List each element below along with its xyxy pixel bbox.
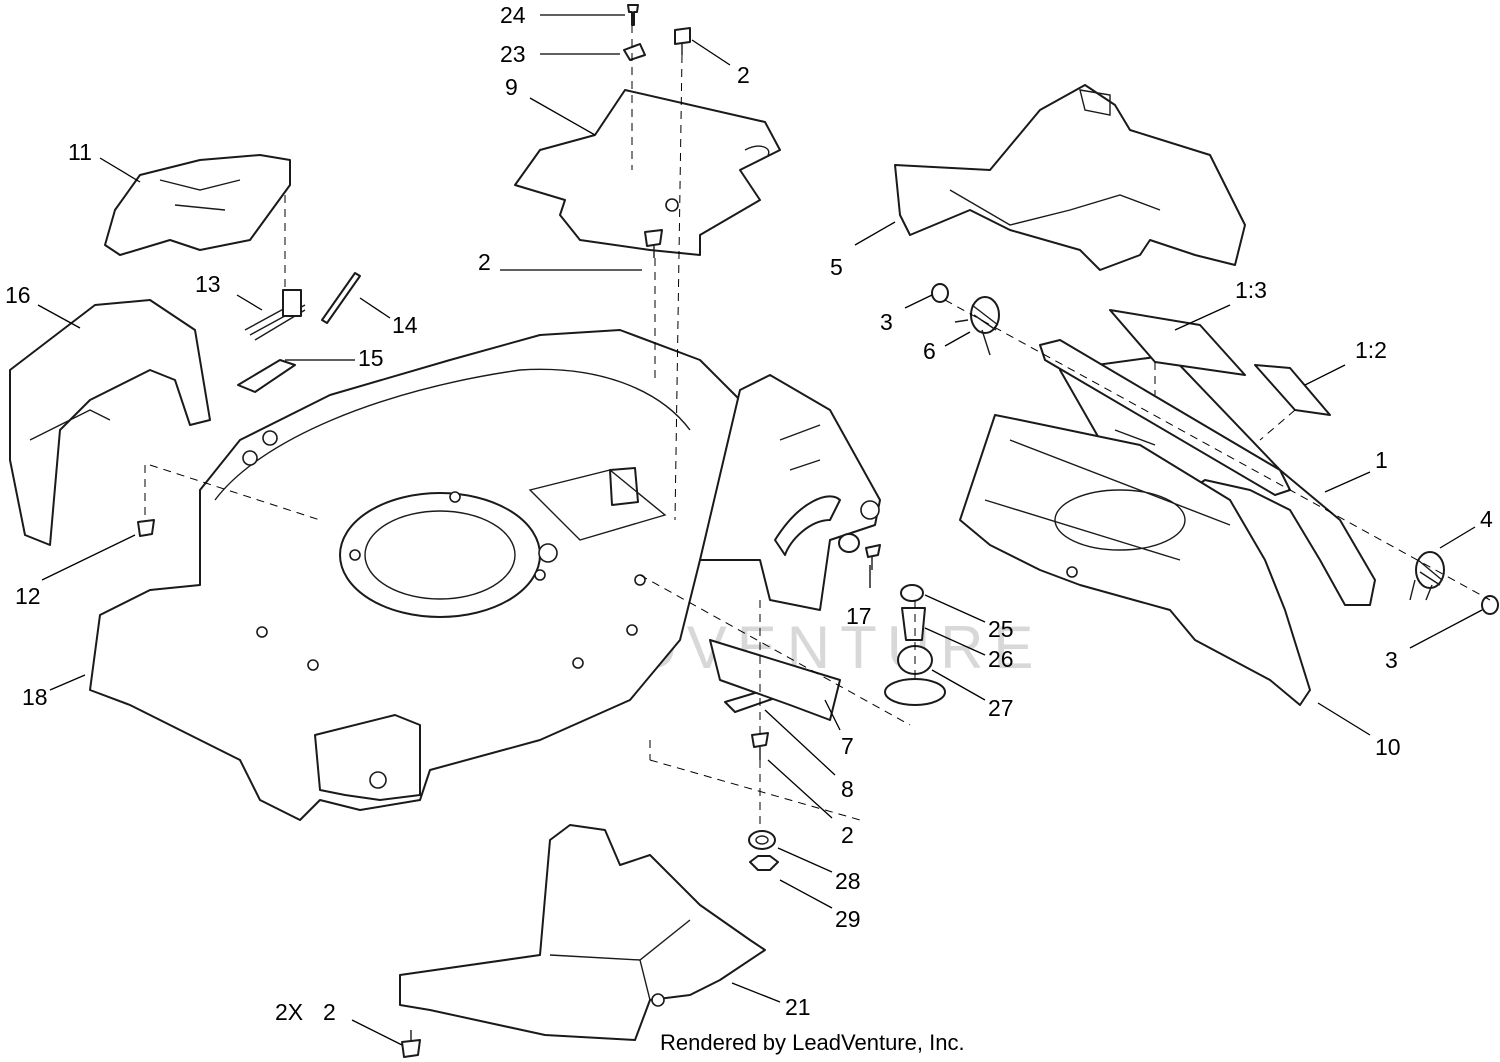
callout-21[interactable]: 21 [785, 994, 811, 1020]
callout-2-lower[interactable]: 2 [841, 822, 854, 848]
callout-6[interactable]: 6 [923, 338, 936, 364]
callout-9[interactable]: 9 [505, 74, 518, 100]
callout-1[interactable]: 1 [1375, 447, 1388, 473]
callout-2-mid[interactable]: 2 [478, 249, 491, 275]
part-7-deflector[interactable] [709, 639, 841, 721]
callout-12[interactable]: 12 [15, 583, 41, 609]
decal-1-3[interactable] [1109, 309, 1246, 376]
callout-17[interactable]: 17 [846, 603, 872, 629]
callout-26[interactable]: 26 [988, 646, 1014, 672]
part-2-bolt-top[interactable] [674, 27, 691, 55]
callout-2-top[interactable]: 2 [737, 62, 750, 88]
callout-4[interactable]: 4 [1480, 506, 1493, 532]
part-2-bolt-lower[interactable] [751, 732, 769, 760]
part-2-bolt-bottom[interactable] [401, 1030, 421, 1058]
part-14-pin[interactable] [321, 272, 361, 324]
part-11-shroud[interactable] [104, 154, 291, 256]
part-6-torsion-spring[interactable] [954, 296, 1000, 356]
part-18-mower-deck[interactable] [89, 329, 741, 821]
callout-25[interactable]: 25 [988, 616, 1014, 642]
callout-24[interactable]: 24 [500, 2, 526, 28]
callout-23[interactable]: 23 [500, 41, 526, 67]
callout-29[interactable]: 29 [835, 906, 861, 932]
callout-1-3[interactable]: 1:3 [1235, 277, 1267, 303]
callout-7[interactable]: 7 [841, 733, 854, 759]
part-rear-housing[interactable] [699, 374, 881, 611]
part-26-knob-insert[interactable] [901, 607, 926, 641]
part-3-washer-bottom[interactable] [1481, 595, 1499, 615]
callout-15[interactable]: 15 [358, 345, 384, 371]
callout-10[interactable]: 10 [1375, 734, 1401, 760]
callout-13[interactable]: 13 [195, 271, 221, 297]
callout-11[interactable]: 11 [68, 139, 92, 165]
callout-3-top[interactable]: 3 [880, 309, 893, 335]
part-12-bolt[interactable] [137, 519, 155, 537]
part-4-torsion-spring[interactable] [1409, 551, 1445, 601]
part-24-screw[interactable] [627, 4, 639, 26]
callout-2x[interactable]: 2X [275, 999, 303, 1025]
part-21-front-deflector[interactable] [399, 824, 766, 1041]
callout-labels: 24 23 2 9 2 11 16 13 14 15 12 18 17 5 3 … [5, 2, 1493, 1025]
part-16-side-cover[interactable] [9, 299, 211, 546]
callout-8[interactable]: 8 [841, 776, 854, 802]
part-2-bolt-mid[interactable] [644, 229, 663, 258]
callout-3-bottom[interactable]: 3 [1385, 647, 1398, 673]
part-9-top-plate[interactable] [514, 89, 781, 256]
leader-lines [37, 14, 1483, 1046]
callout-2-bottom[interactable]: 2 [323, 999, 336, 1025]
part-13-spring[interactable] [244, 289, 306, 341]
callout-27[interactable]: 27 [988, 695, 1014, 721]
decal-1-2[interactable] [1254, 364, 1331, 416]
callout-5[interactable]: 5 [830, 254, 843, 280]
callout-1-2[interactable]: 1:2 [1355, 337, 1387, 363]
callout-16[interactable]: 16 [5, 282, 31, 308]
part-3-washer-top[interactable] [931, 283, 949, 303]
part-5-bag-frame[interactable] [894, 84, 1246, 271]
part-17-screw[interactable] [838, 533, 881, 570]
part-15-bracket[interactable] [237, 359, 296, 393]
render-credit: Rendered by LeadVenture, Inc. [660, 1030, 965, 1055]
part-29-nut[interactable] [749, 855, 779, 871]
callout-18[interactable]: 18 [22, 684, 48, 710]
part-23-clip[interactable] [623, 43, 646, 61]
part-10-rear-flap[interactable] [959, 414, 1311, 706]
part-28-washer[interactable] [748, 830, 776, 850]
callout-14[interactable]: 14 [392, 312, 418, 338]
callout-28[interactable]: 28 [835, 868, 861, 894]
part-25-bushing[interactable] [900, 584, 924, 602]
assembly-lines [144, 25, 1491, 830]
